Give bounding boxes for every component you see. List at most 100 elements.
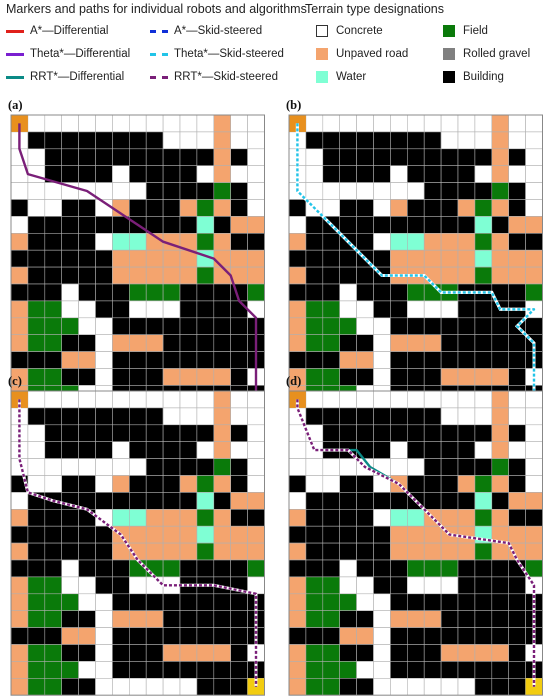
map-cell xyxy=(213,266,232,285)
map-cell xyxy=(356,677,374,696)
map-cell xyxy=(95,368,113,386)
map-cell xyxy=(457,424,476,442)
map-cell xyxy=(61,390,79,409)
map-cell xyxy=(112,441,130,459)
robot-path xyxy=(18,399,258,687)
map-cell xyxy=(423,593,442,612)
map-cell xyxy=(247,559,265,578)
map-cell xyxy=(373,148,391,166)
map-cell xyxy=(373,165,391,183)
map-cell xyxy=(162,610,181,628)
map-cell xyxy=(129,300,147,319)
map-cell xyxy=(491,441,510,459)
map-cell xyxy=(339,542,357,561)
map-cell xyxy=(373,249,391,268)
map-cell xyxy=(457,300,476,319)
map-cell xyxy=(339,249,357,268)
map-cell xyxy=(213,441,232,459)
map-cell xyxy=(491,559,510,578)
map-cell xyxy=(179,492,198,510)
map-cell xyxy=(112,131,130,150)
map-cell xyxy=(407,509,425,527)
map-cell xyxy=(474,266,493,285)
map-cell xyxy=(423,368,442,386)
map-cell xyxy=(339,559,357,578)
map-cell xyxy=(145,458,164,476)
map-cell xyxy=(61,475,79,493)
map-cell xyxy=(61,131,79,150)
map-cell xyxy=(10,334,29,352)
map-cell xyxy=(112,492,130,510)
map-cell xyxy=(162,509,181,527)
map-cell xyxy=(145,576,164,595)
map-cell xyxy=(356,317,374,336)
map-cell xyxy=(10,525,29,544)
terrain-legend-item: Water xyxy=(316,71,366,83)
map-cell xyxy=(196,661,215,679)
map-cell xyxy=(474,300,493,319)
map-cell xyxy=(356,351,374,369)
map-cell xyxy=(213,300,232,319)
map-cell xyxy=(373,233,391,251)
map-cell xyxy=(339,148,357,166)
map-cell xyxy=(95,475,113,493)
terrain-legend-swatch xyxy=(316,71,328,83)
map-cell xyxy=(196,131,215,150)
map-cell xyxy=(27,114,46,133)
map-cell xyxy=(356,199,374,217)
map-cell xyxy=(179,610,198,628)
map-cell xyxy=(339,114,357,133)
map-cell xyxy=(423,199,442,217)
map-cell xyxy=(247,390,265,409)
map-cell xyxy=(129,661,147,679)
map-cell xyxy=(230,661,248,679)
map-cell xyxy=(288,492,307,510)
path-legend-label: RRT*—Differential xyxy=(30,71,125,83)
map-cell xyxy=(305,576,324,595)
map-cell xyxy=(179,317,198,336)
map-cell xyxy=(288,509,307,527)
map-cell xyxy=(390,233,408,251)
map-cell xyxy=(61,199,79,217)
map-cell xyxy=(44,424,62,442)
map-cell xyxy=(390,300,408,319)
map-cell xyxy=(440,492,459,510)
map-cell xyxy=(457,165,476,183)
map-cell xyxy=(440,627,459,645)
map-cell xyxy=(179,458,198,476)
map-cell xyxy=(373,576,391,595)
map-cell xyxy=(27,300,46,319)
map-cell xyxy=(508,627,526,645)
map-cell xyxy=(407,644,425,662)
map-cell xyxy=(457,266,476,285)
map-cell xyxy=(407,233,425,251)
map-cell xyxy=(322,407,340,426)
map-cell xyxy=(339,576,357,595)
map-cell xyxy=(390,114,408,133)
map-cell xyxy=(95,390,113,409)
map-cell xyxy=(525,407,543,426)
map-cell xyxy=(288,627,307,645)
map-cell xyxy=(491,317,510,336)
map-cell xyxy=(474,441,493,459)
map-cell xyxy=(179,283,198,302)
map-cell xyxy=(213,351,232,369)
map-cell xyxy=(196,458,215,476)
map-cell xyxy=(457,148,476,166)
map-cell xyxy=(44,368,62,386)
map-cell xyxy=(145,317,164,336)
map-cell xyxy=(179,661,198,679)
map-cell xyxy=(27,283,46,302)
map-cell xyxy=(390,509,408,527)
map-cell xyxy=(179,114,198,133)
map-cell xyxy=(129,576,147,595)
path-underlay xyxy=(295,399,536,687)
map-cell xyxy=(179,441,198,459)
map-cell xyxy=(247,266,265,285)
map-cell xyxy=(305,317,324,336)
map-cell xyxy=(78,199,96,217)
map-cell xyxy=(423,131,442,150)
map-cell xyxy=(230,165,248,183)
map-cell xyxy=(373,559,391,578)
map-cell xyxy=(247,300,265,319)
